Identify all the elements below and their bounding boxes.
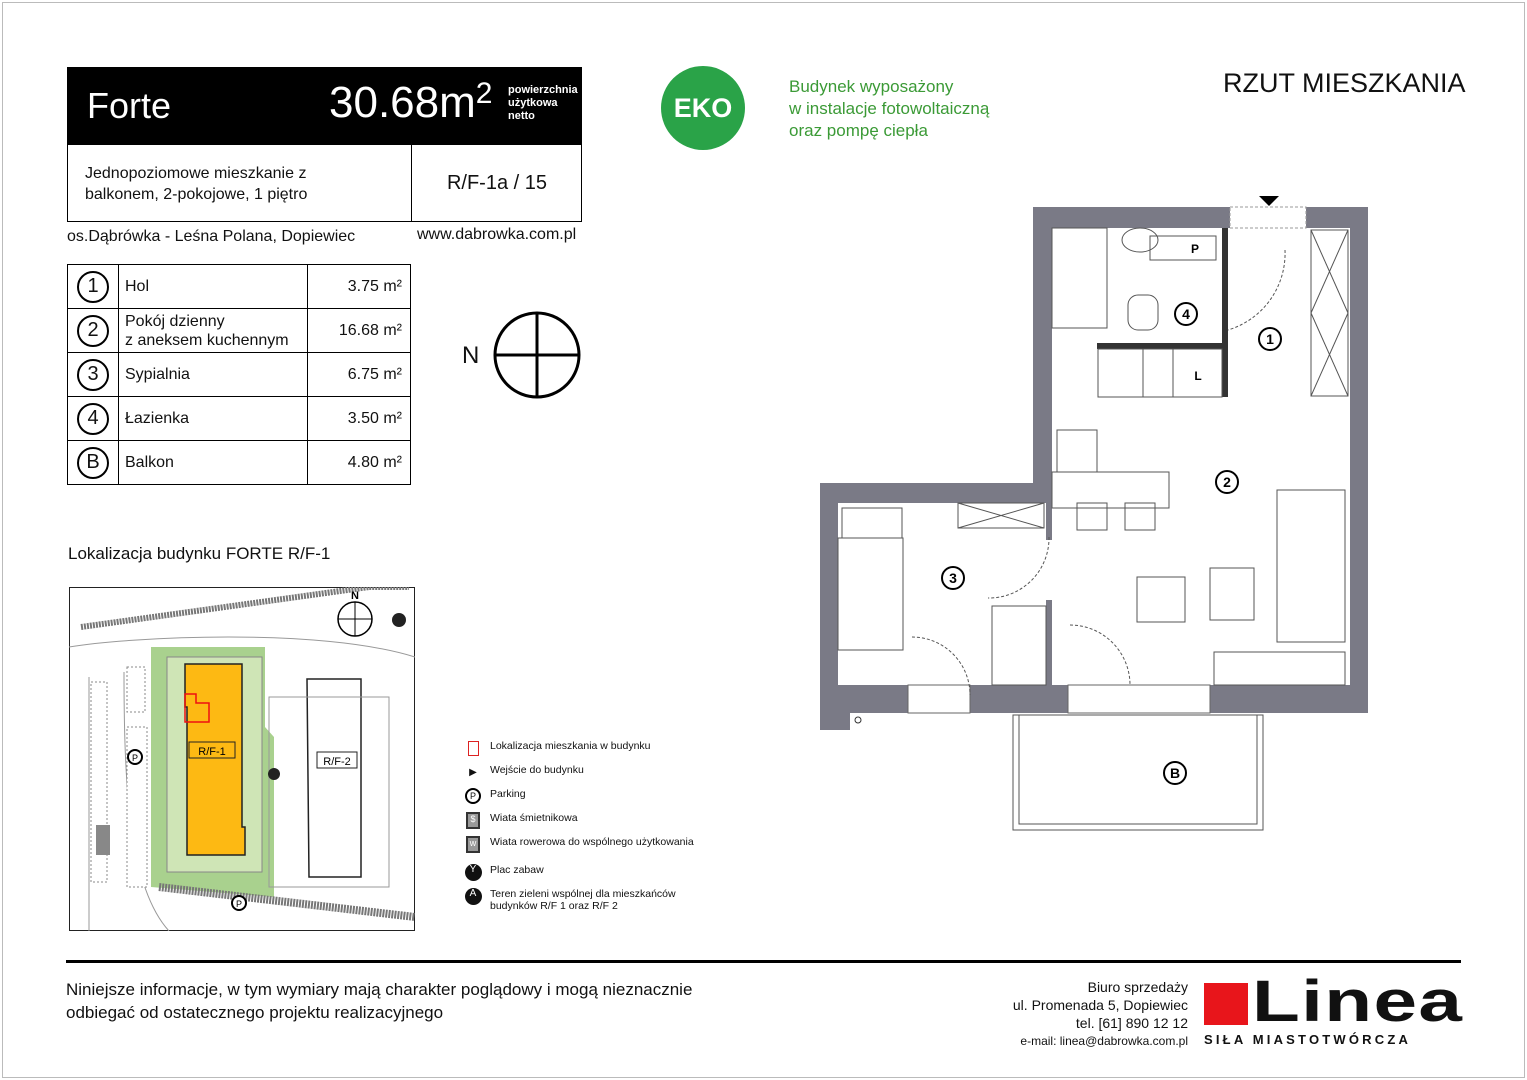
eko-line: w instalacje fotowoltaiczną — [789, 99, 990, 118]
legend-item: Lokalizacja mieszkania w budynku — [462, 740, 694, 756]
office-email[interactable]: e-mail: linea@dabrowka.com.pl — [1020, 1034, 1188, 1048]
area-value: 30.68m — [329, 78, 476, 127]
site-map: R/F-1 R/F-2 N P P — [69, 587, 415, 931]
legend-item: ▶ Wejście do budynku — [462, 764, 694, 780]
room-number: 1 — [77, 270, 109, 303]
site-parking-icon: P — [236, 899, 242, 909]
apartment-code: R/F-1a / 15 — [411, 145, 582, 221]
area-unit-sup: 2 — [475, 77, 493, 110]
area-note: powierzchnia użytkowa netto — [508, 84, 578, 123]
website-link[interactable]: www.dabrowka.com.pl — [417, 226, 577, 243]
room-name: Balkon — [118, 440, 308, 485]
eko-line: Budynek wyposażony — [789, 77, 954, 96]
apartment-area: 30.68m2 — [329, 77, 492, 128]
apartment-description: Jednopoziomowe mieszkanie z balkonem, 2-p… — [67, 145, 582, 222]
legend-label: Teren zieleni wspólnej dla mieszkańców — [490, 888, 676, 900]
playground-icon: Y — [462, 863, 484, 881]
office-phone: tel. [61] 890 12 12 — [1075, 1015, 1188, 1031]
room-name: Pokój dzienny — [125, 312, 225, 330]
legend-item: $ Wiata śmietnikowa — [462, 811, 694, 829]
legend-item: w Wiata rowerowa do wspólnego użytkowania — [462, 835, 694, 853]
legend-label: Wiata śmietnikowa — [490, 812, 578, 824]
legend-label: Wiata rowerowa do wspólnego użytkowania — [490, 836, 694, 848]
site-building-rf1: R/F-1 — [198, 746, 226, 758]
green-area-icon: A — [462, 887, 484, 905]
disclaimer-line: odbiegać od ostatecznego projektu realiz… — [66, 1003, 444, 1022]
area-note-line: użytkowa — [508, 97, 558, 109]
bike-shelter-icon: w — [462, 835, 484, 853]
parking-icon: P — [462, 788, 484, 804]
site-compass-n: N — [351, 590, 359, 602]
eko-line: oraz pompę ciepła — [789, 121, 928, 140]
room-area: 16.68 m² — [307, 308, 411, 353]
site-legend: Lokalizacja mieszkania w budynku ▶ Wejści… — [462, 740, 694, 920]
description-line: balkonem, 2-pokojowe, 1 piętro — [85, 186, 308, 203]
room-number: 4 — [77, 402, 109, 435]
site-parking-icon: P — [132, 753, 138, 763]
footer-divider — [66, 960, 1461, 963]
trash-shelter-icon: $ — [462, 811, 484, 829]
legend-item: Y Plac zabaw — [462, 863, 694, 881]
description-line: Jednopoziomowe mieszkanie z — [85, 165, 307, 182]
legend-label: Lokalizacja mieszkania w budynku — [490, 740, 651, 752]
sales-office: Biuro sprzedaży ul. Promenada 5, Dopiewi… — [960, 978, 1188, 1050]
legend-item: P Parking — [462, 788, 694, 804]
eko-badge: EKO — [661, 66, 745, 150]
site-building-rf2: R/F-2 — [323, 756, 351, 768]
logo-red-square — [1204, 983, 1248, 1025]
room-number: 3 — [77, 358, 109, 391]
office-title: Biuro sprzedaży — [1087, 979, 1188, 995]
room-area: 3.50 m² — [307, 396, 411, 441]
building-name: Forte — [87, 85, 172, 126]
disclaimer-line: Niniejsze informacje, w tym wymiary mają… — [66, 980, 693, 999]
compass-north-label: N — [462, 342, 480, 369]
apartment-location-icon — [462, 740, 484, 756]
legend-label: Plac zabaw — [490, 864, 544, 876]
apartment-header: Forte 30.68m2 powierzchnia użytkowa nett… — [67, 67, 582, 145]
room-name: Sypialnia — [118, 352, 308, 397]
office-address: ul. Promenada 5, Dopiewiec — [1012, 997, 1188, 1013]
site-map-title: Lokalizacja budynku FORTE R/F-1 — [68, 544, 331, 563]
area-note-line: netto — [508, 110, 535, 122]
location-text: os.Dąbrówka - Leśna Polana, Dopiewiec — [67, 228, 356, 245]
room-area: 3.75 m² — [307, 264, 411, 309]
linea-logo: Linea SIŁA MIASTOTWÓRCZA — [1204, 969, 1462, 1048]
area-note-line: powierzchnia — [508, 84, 578, 96]
disclaimer: Niniejsze informacje, w tym wymiary mają… — [66, 978, 692, 1024]
room-name: Hol — [118, 264, 308, 309]
logo-wordmark: Linea — [1252, 969, 1464, 1034]
eko-description: Budynek wyposażony w instalacje fotowolt… — [789, 76, 989, 142]
legend-label: Parking — [490, 788, 526, 800]
legend-label: Wejście do budynku — [490, 764, 584, 776]
plan-title: RZUT MIESZKANIA — [1223, 68, 1466, 98]
room-name: Łazienka — [118, 396, 308, 441]
room-number: 2 — [77, 314, 109, 347]
room-area: 6.75 m² — [307, 352, 411, 397]
entrance-arrow-icon: ▶ — [469, 766, 477, 778]
compass-icon — [493, 311, 581, 399]
room-area: 4.80 m² — [307, 440, 411, 485]
legend-label: budynków R/F 1 oraz R/F 2 — [490, 900, 618, 912]
room-name-line2: z aneksem kuchennym — [125, 331, 289, 349]
room-number: B — [77, 446, 109, 479]
logo-tagline: SIŁA MIASTOTWÓRCZA — [1204, 1032, 1412, 1047]
